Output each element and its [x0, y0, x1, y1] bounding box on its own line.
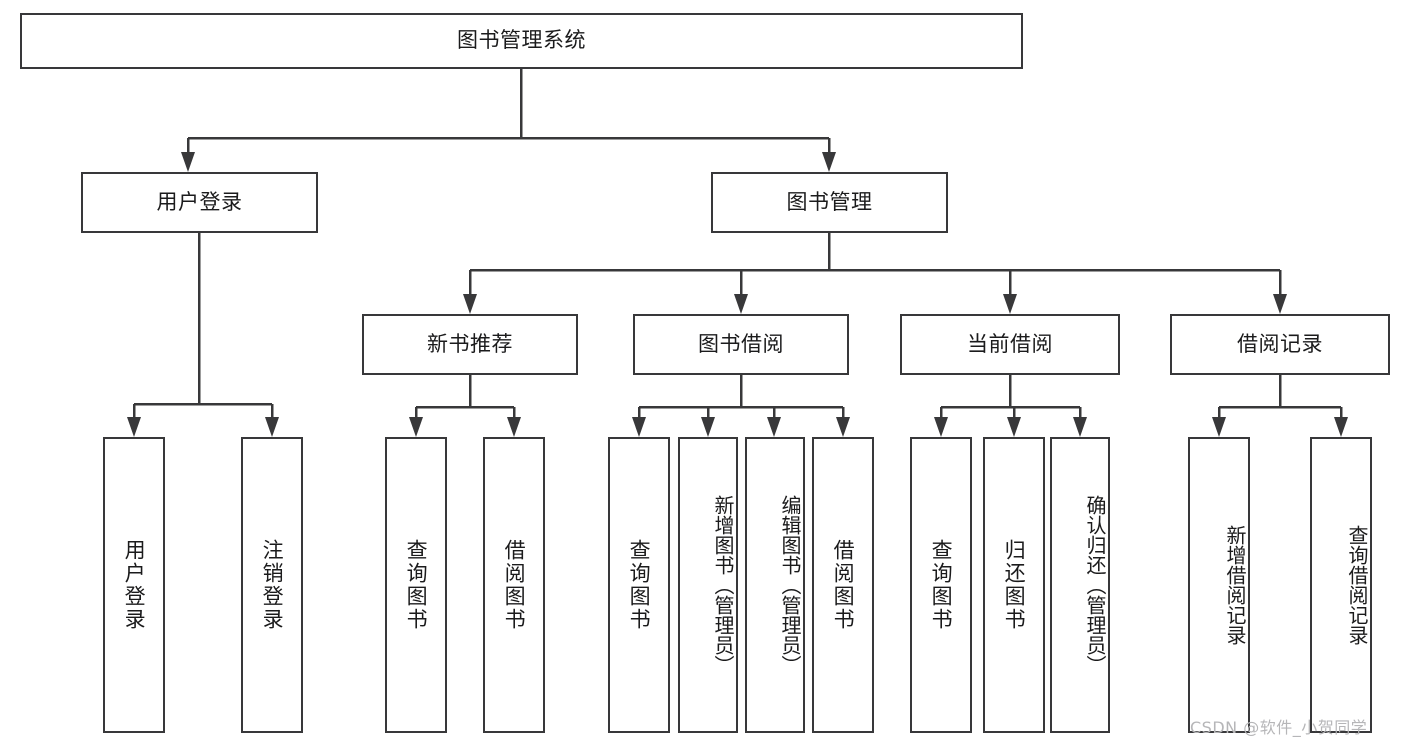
node-label: 查询图书: [627, 539, 652, 631]
new-book-bus-arrow-0: [409, 417, 423, 437]
node-label: 新增借阅记录: [1223, 525, 1247, 645]
node-book-manage[interactable]: 图书管理: [711, 172, 948, 233]
node-leaf-borrow-book-rec[interactable]: 借阅图书: [483, 437, 545, 733]
node-leaf-query-record[interactable]: 查询借阅记录: [1310, 437, 1372, 733]
node-leaf-edit-book[interactable]: 编辑图书（管理员）: [745, 437, 805, 733]
node-label: 归还图书: [1002, 539, 1027, 631]
node-label: 编辑图书（管理员）: [778, 495, 802, 675]
book-borrow-bus-arrow-3: [836, 417, 850, 437]
node-root[interactable]: 图书管理系统: [20, 13, 1023, 69]
book-manage-bus-arrow-2: [1003, 294, 1017, 314]
borrow-record-bus-arrow-0: [1212, 417, 1226, 437]
node-label: 当前借阅: [967, 331, 1053, 356]
current-borrow-bus-arrow-1: [1007, 417, 1021, 437]
node-leaf-add-record[interactable]: 新增借阅记录: [1188, 437, 1250, 733]
node-label: 借阅图书: [502, 539, 527, 631]
node-leaf-return-book[interactable]: 归还图书: [983, 437, 1045, 733]
node-current-borrow[interactable]: 当前借阅: [900, 314, 1120, 375]
new-book-bus-arrow-1: [507, 417, 521, 437]
node-leaf-add-book[interactable]: 新增图书（管理员）: [678, 437, 738, 733]
node-label: 查询图书: [404, 539, 429, 631]
node-user-login[interactable]: 用户登录: [81, 172, 318, 233]
csdn-watermark: CSDN @软件_小贺同学: [1190, 718, 1368, 737]
node-leaf-confirm-return[interactable]: 确认归还（管理员）: [1050, 437, 1110, 733]
user-login-bus-arrow-1: [265, 417, 279, 437]
book-borrow-bus-arrow-0: [632, 417, 646, 437]
user-login-bus-arrow-0: [127, 417, 141, 437]
book-manage-bus-arrow-3: [1273, 294, 1287, 314]
node-label: 借阅记录: [1237, 331, 1323, 356]
book-borrow-bus-arrow-2: [767, 417, 781, 437]
node-borrow-record[interactable]: 借阅记录: [1170, 314, 1390, 375]
node-leaf-user-login[interactable]: 用户登录: [103, 437, 165, 733]
node-label: 新书推荐: [427, 331, 513, 356]
borrow-record-bus-arrow-1: [1334, 417, 1348, 437]
node-label: 用户登录: [122, 539, 147, 631]
node-leaf-query-book-cur[interactable]: 查询图书: [910, 437, 972, 733]
root-bus-arrow-1: [822, 152, 836, 172]
node-label: 图书管理系统: [457, 28, 586, 53]
book-borrow-bus-arrow-1: [701, 417, 715, 437]
node-label: 图书借阅: [698, 331, 784, 356]
node-book-borrow[interactable]: 图书借阅: [633, 314, 849, 375]
node-label: 确认归还（管理员）: [1083, 495, 1107, 675]
node-label: 用户登录: [156, 189, 243, 214]
current-borrow-bus-arrow-0: [934, 417, 948, 437]
node-label: 查询借阅记录: [1345, 525, 1369, 645]
node-label: 图书管理: [786, 189, 873, 214]
node-label: 注销登录: [260, 539, 285, 631]
root-bus-arrow-0: [181, 152, 195, 172]
book-manage-bus-arrow-0: [463, 294, 477, 314]
node-label: 查询图书: [929, 539, 954, 631]
node-leaf-query-book[interactable]: 查询图书: [608, 437, 670, 733]
node-leaf-query-book-rec[interactable]: 查询图书: [385, 437, 447, 733]
node-label: 借阅图书: [831, 539, 856, 631]
node-leaf-logout[interactable]: 注销登录: [241, 437, 303, 733]
node-new-book-rec[interactable]: 新书推荐: [362, 314, 578, 375]
node-label: 新增图书（管理员）: [711, 495, 735, 675]
current-borrow-bus-arrow-2: [1073, 417, 1087, 437]
node-leaf-borrow-book[interactable]: 借阅图书: [812, 437, 874, 733]
book-manage-bus-arrow-1: [734, 294, 748, 314]
